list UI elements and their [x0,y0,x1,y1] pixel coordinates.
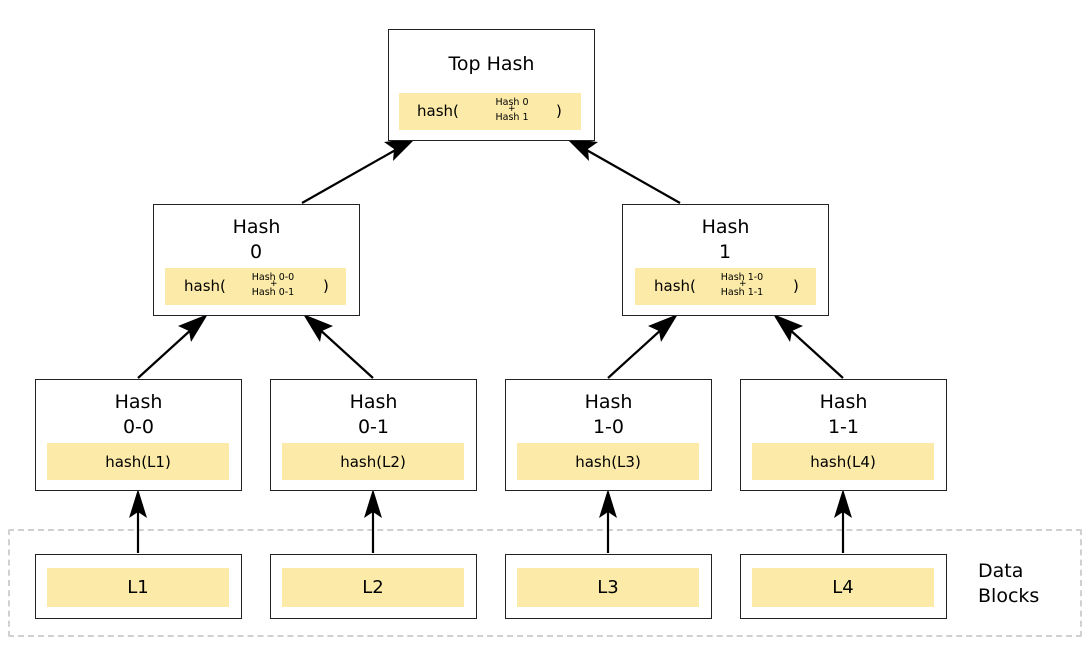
hash-fn-open: hash( [654,277,696,295]
data-block-l3: L3 [505,554,712,619]
data-block-l1-bar: L1 [47,568,229,607]
hash-1-0-title-line2: 1-0 [592,416,625,438]
arrow-hash1-to-top [566,138,681,204]
hash-1-1-node: Hash 1-1 hash(L4) [740,379,947,491]
hash-fn-close: ) [793,277,799,295]
hash-fn-open: hash( [184,277,226,295]
top-hash-title: Top Hash [448,53,535,75]
top-hash-node: Top Hash hash( Hash 0 Hash 1 + ) [388,29,595,141]
arrow-l1-to-hash00 [129,489,147,553]
hash-0-1-formula: hash(L2) [282,443,464,480]
plus-sign: + [270,279,278,289]
hash-inputs: Hash 0 Hash 1 [487,97,537,123]
data-blocks-label: Data Blocks [978,559,1039,609]
arrow-hash01-to-hash0 [303,314,374,379]
hash-fn-close: ) [323,277,329,295]
data-blocks-region [8,529,1082,637]
data-block-l4-label: L4 [832,577,854,598]
hash-inputs: Hash 0-0 Hash 0-1 [245,272,301,298]
hash-1-1-value: hash(L4) [810,452,876,471]
hash-1-title-line1: Hash [701,216,750,238]
hash-input-1: Hash 0 [495,97,529,108]
hash-0-1-node: Hash 0-1 hash(L2) [270,379,477,491]
hash-input-1: Hash 1-0 [720,272,764,283]
data-block-l2-label: L2 [362,577,384,598]
plus-sign: + [739,279,747,289]
hash-inputs: Hash 1-0 Hash 1-1 [714,272,770,298]
hash-1-0-node: Hash 1-0 hash(L3) [505,379,712,491]
hash-input-2: Hash 1 [495,112,529,123]
hash-0-title-line1: Hash [232,216,281,238]
hash-input-2: Hash 0-1 [251,287,295,298]
arrow-hash0-to-top [301,138,416,204]
hash-1-0-formula: hash(L3) [517,443,699,480]
hash-input-2: Hash 1-1 [720,287,764,298]
arrow-hash11-to-hash1 [773,314,844,379]
arrow-hash10-to-hash1 [607,314,678,379]
arrow-l4-to-hash11 [834,489,852,553]
hash-fn-open: hash( [417,102,459,120]
hash-0-0-title-line2: 0-0 [122,416,155,438]
hash-0-0-title-line1: Hash [114,391,163,413]
hash-1-1-title-line1: Hash [819,391,868,413]
hash-0-0-value: hash(L1) [105,452,171,471]
data-blocks-label-line2: Blocks [978,585,1040,607]
hash-0-title-line2: 0 [250,241,263,263]
hash-0-0-node: Hash 0-0 hash(L1) [35,379,242,491]
hash-1-formula: hash( Hash 1-0 Hash 1-1 + ) [635,268,816,305]
data-block-l3-bar: L3 [517,568,699,607]
hash-input-1: Hash 0-0 [251,272,295,283]
hash-1-title-line2: 1 [719,241,732,263]
data-block-l1: L1 [35,554,242,619]
arrow-l2-to-hash01 [364,489,382,553]
hash-0-node: Hash 0 hash( Hash 0-0 Hash 0-1 + ) [153,204,360,316]
data-block-l4: L4 [740,554,947,619]
arrow-hash00-to-hash0 [137,314,208,379]
hash-1-node: Hash 1 hash( Hash 1-0 Hash 1-1 + ) [622,204,829,316]
data-blocks-label-line1: Data [978,560,1024,582]
hash-0-1-title-line1: Hash [349,391,398,413]
hash-1-0-title-line1: Hash [584,391,633,413]
data-block-l3-label: L3 [597,577,619,598]
hash-0-1-title-line2: 0-1 [357,416,390,438]
hash-1-0-value: hash(L3) [575,452,641,471]
plus-sign: + [508,104,516,114]
hash-0-1-value: hash(L2) [340,452,406,471]
hash-0-formula: hash( Hash 0-0 Hash 0-1 + ) [165,268,346,305]
data-block-l2-bar: L2 [282,568,464,607]
data-block-l1-label: L1 [127,577,149,598]
hash-0-0-formula: hash(L1) [47,443,229,480]
data-block-l4-bar: L4 [752,568,934,607]
data-block-l2: L2 [270,554,477,619]
hash-fn-close: ) [556,102,562,120]
arrow-l3-to-hash10 [599,489,617,553]
hash-1-1-title-line2: 1-1 [827,416,860,438]
hash-1-1-formula: hash(L4) [752,443,934,480]
top-hash-formula: hash( Hash 0 Hash 1 + ) [399,93,581,130]
